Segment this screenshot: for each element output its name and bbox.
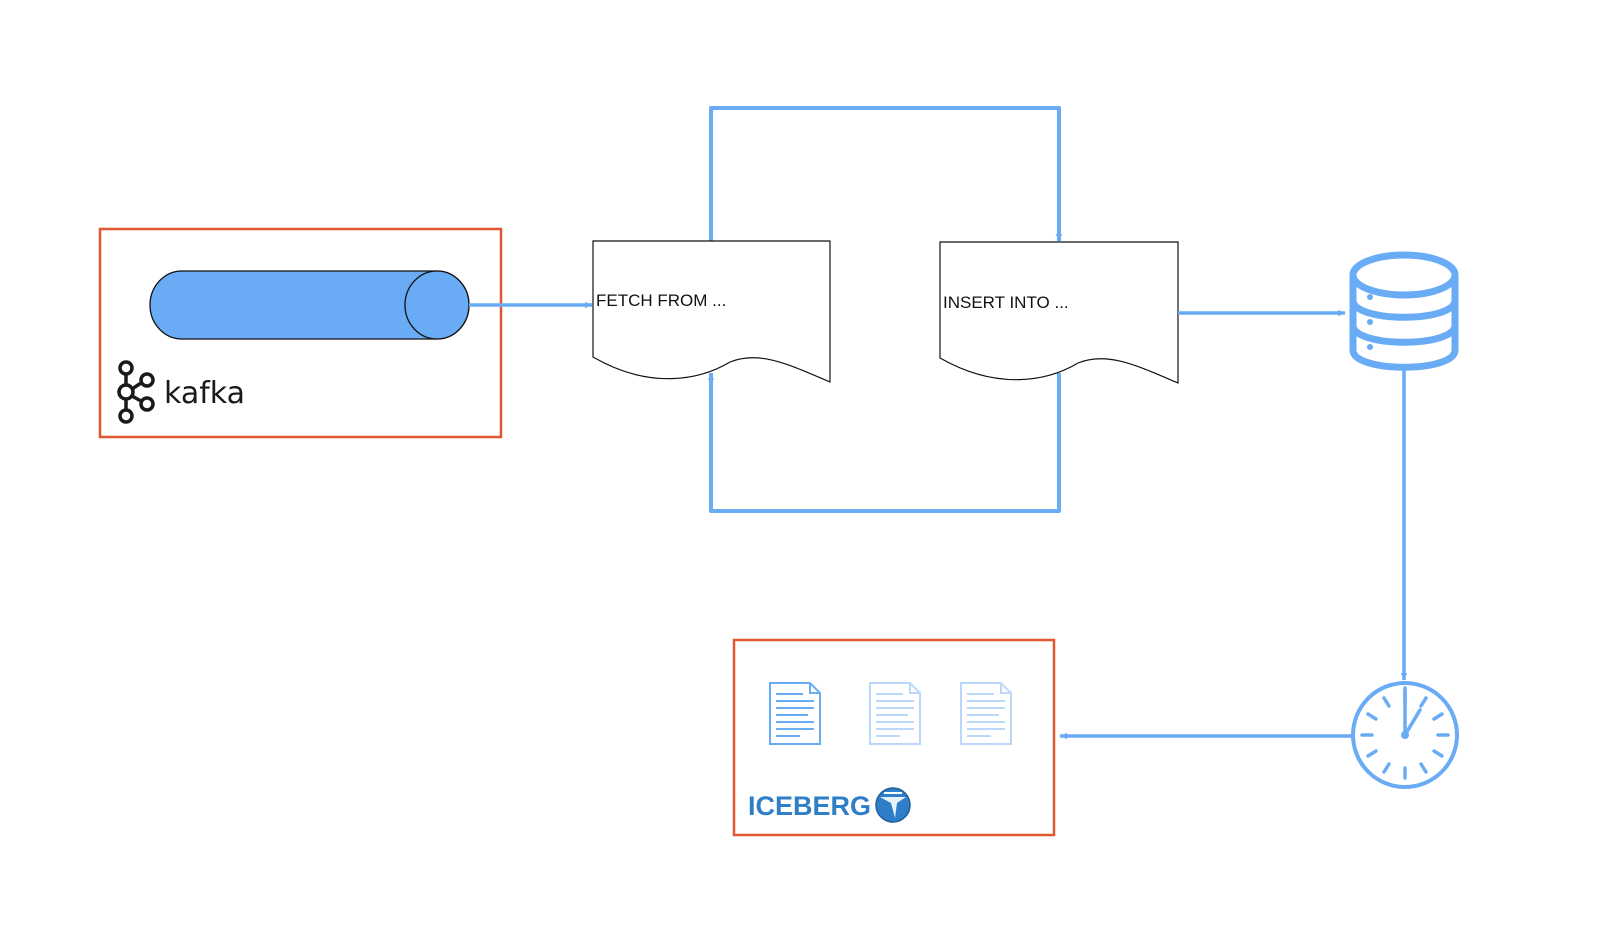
- fetch-query-document: FETCH FROM ...: [592, 240, 831, 383]
- insert-query-label: INSERT INTO ...: [943, 293, 1069, 312]
- insert-query-document: INSERT INTO ...: [939, 241, 1179, 384]
- kafka-logo-icon: [117, 360, 155, 424]
- loop-arrow-fetch-to-insert: [709, 106, 1063, 242]
- kafka-container: kafka: [98, 227, 503, 439]
- clock-icon: [1351, 681, 1459, 789]
- data-file-icon: [769, 682, 821, 745]
- data-file-icon: [869, 682, 921, 745]
- kafka-topic-pipe-icon: [149, 270, 470, 340]
- database-icon: [1349, 251, 1459, 371]
- iceberg-logo-icon: [875, 787, 911, 823]
- data-file-icon: [960, 682, 1012, 745]
- loop-arrow-insert-to-fetch: [707, 372, 1061, 513]
- kafka-logo-text: kafka: [164, 376, 245, 411]
- iceberg-logo-text: ICEBERG: [748, 791, 871, 821]
- fetch-query-label: FETCH FROM ...: [596, 291, 726, 310]
- iceberg-container: ICEBERG: [732, 638, 1056, 837]
